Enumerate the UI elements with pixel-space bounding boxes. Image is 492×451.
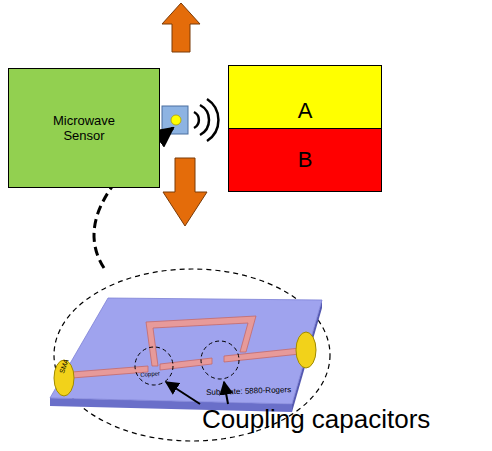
probe-dot [171, 115, 181, 125]
sma-connector [296, 332, 316, 368]
callout-label: Coupling capacitors [202, 404, 430, 435]
material-layer: A [228, 65, 382, 129]
substrate [50, 298, 322, 404]
microstrip [72, 316, 300, 378]
up-arrow [162, 3, 200, 52]
capacitor-marker [201, 341, 239, 379]
node-text: B [298, 147, 313, 173]
wave-arcs [194, 99, 218, 141]
material-layer: B [228, 128, 382, 192]
pointer-arrow [166, 382, 200, 404]
down-arrow [163, 158, 207, 226]
probe-square [162, 106, 188, 134]
node-text: A [298, 98, 313, 124]
capacitor-marker [135, 347, 173, 385]
node-text: Microwave Sensor [44, 113, 124, 143]
sensor-box: Microwave Sensor [8, 68, 160, 188]
